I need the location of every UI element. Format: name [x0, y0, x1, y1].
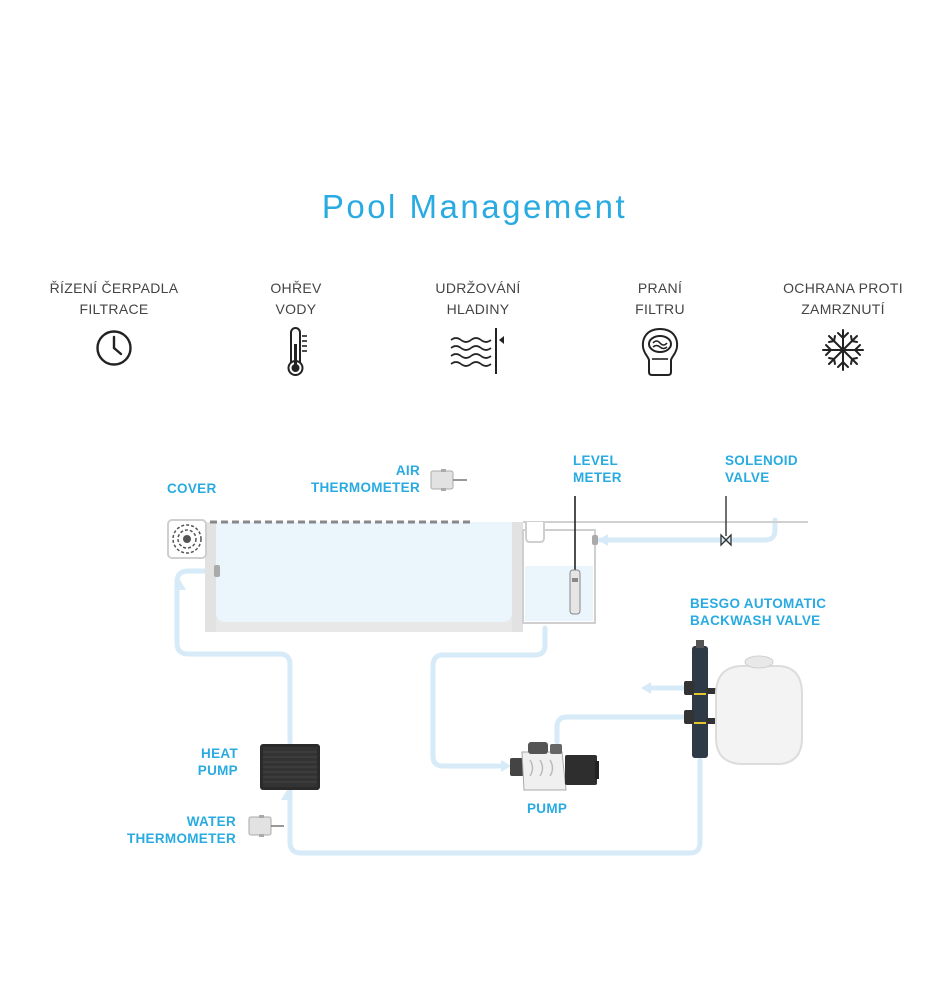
pipe-network — [174, 517, 778, 856]
pool-basin — [205, 522, 523, 632]
filter-icon — [641, 327, 679, 376]
label-pump: PUMP — [527, 801, 568, 816]
feature-water-heating: OHŘEV VODY — [206, 278, 386, 378]
label-level-meter: LEVEL METER — [573, 453, 622, 485]
feature-label: PRANÍ FILTRU — [635, 280, 685, 317]
filtration-pump-unit — [510, 742, 599, 791]
balance-tank — [522, 522, 598, 624]
besgo-backwash-valve-unit — [684, 640, 803, 765]
inlet-nozzle — [214, 565, 220, 577]
air-thermometer-sensor — [430, 469, 467, 491]
feature-label: ŘÍZENÍ ČERPADLA FILTRACE — [49, 280, 179, 317]
feature-frost-protection: OCHRANA PROTI ZAMRZNUTÍ — [753, 278, 933, 372]
feature-filtration-pump: ŘÍZENÍ ČERPADLA FILTRACE — [24, 278, 204, 368]
clock-icon — [96, 330, 132, 366]
flow-arrow — [598, 534, 608, 546]
label-heat-pump: HEAT PUMP — [197, 746, 238, 778]
solenoid-valve — [720, 496, 732, 547]
flow-arrow — [174, 580, 186, 590]
feature-filter-backwash: PRANÍ FILTRU — [570, 278, 750, 378]
feature-level-maintenance: UDRŽOVÁNÍ HLADINY — [388, 278, 568, 376]
flow-arrow — [641, 682, 651, 694]
feature-label: UDRŽOVÁNÍ HLADINY — [435, 280, 521, 317]
water-thermometer-sensor — [248, 815, 284, 837]
cover-roller — [167, 519, 207, 559]
flow-arrow — [501, 760, 511, 772]
label-water-thermometer: WATER THERMOMETER — [126, 814, 236, 846]
thermometer-icon — [287, 327, 307, 376]
water-level-icon — [450, 328, 504, 374]
feature-label: OHŘEV VODY — [270, 280, 322, 317]
flow-arrow — [281, 790, 293, 800]
feature-label: OCHRANA PROTI ZAMRZNUTÍ — [783, 280, 903, 317]
label-air-thermometer: AIR THERMOMETER — [310, 463, 420, 495]
label-backwash-valve: BESGO AUTOMATIC BACKWASH VALVE — [690, 596, 827, 628]
level-meter-probe — [569, 496, 581, 615]
label-cover: COVER — [167, 481, 217, 496]
label-solenoid-valve: SOLENOID VALVE — [725, 453, 798, 485]
snowflake-icon — [822, 329, 864, 371]
heat-pump-unit — [260, 744, 320, 790]
page-title: Pool Management — [321, 188, 628, 225]
